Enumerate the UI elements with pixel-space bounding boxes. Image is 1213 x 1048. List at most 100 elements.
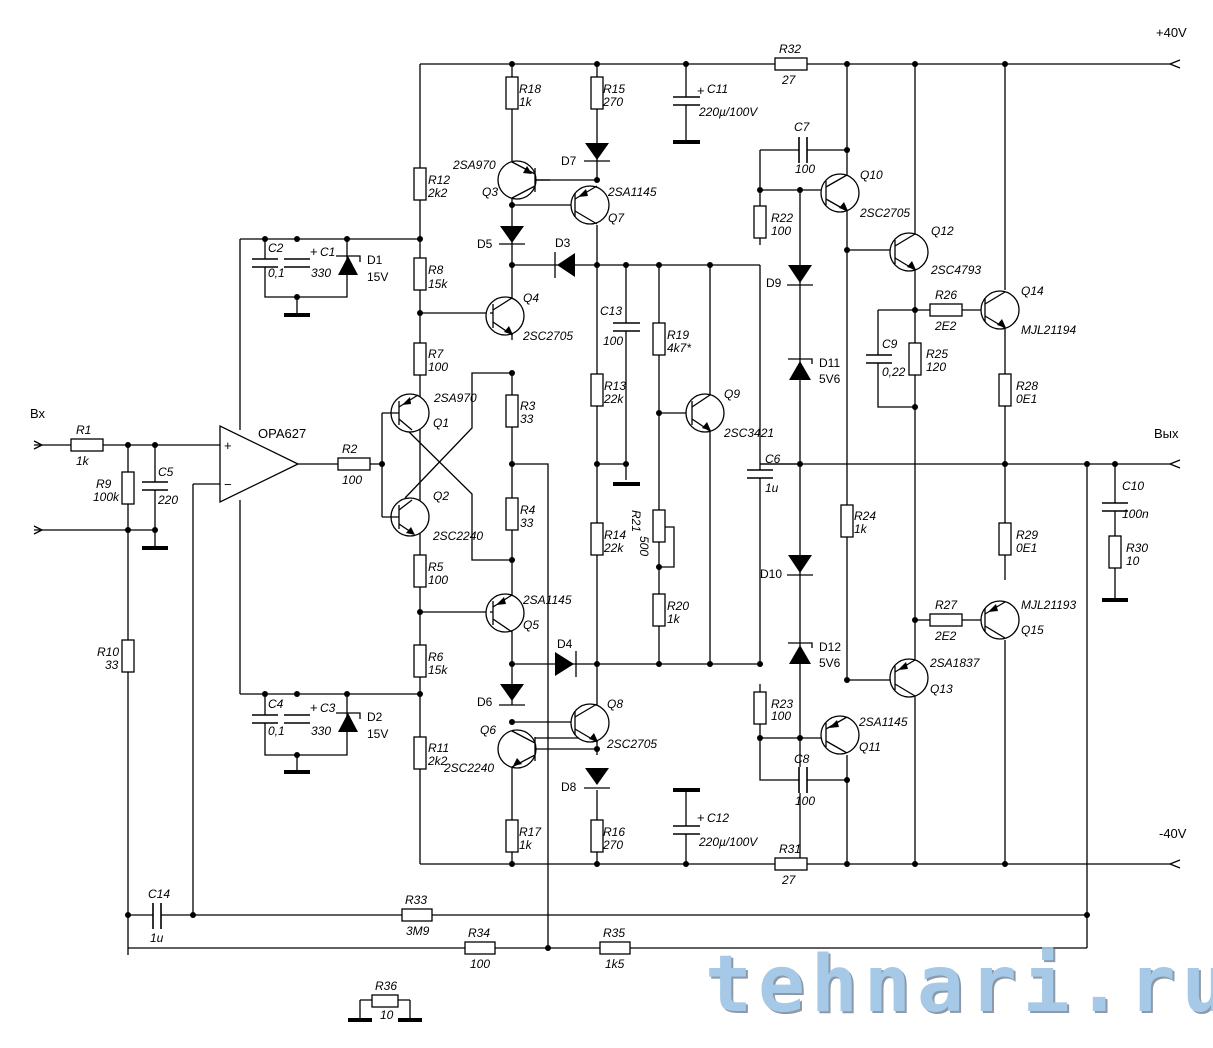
svg-text:Q4: Q4 xyxy=(523,291,539,305)
capacitor-C4: C40,1 xyxy=(252,697,285,738)
svg-text:R19: R19 xyxy=(667,328,689,342)
svg-text:D5: D5 xyxy=(477,237,493,251)
svg-text:R3: R3 xyxy=(520,399,536,413)
input-label: Вх xyxy=(30,406,46,421)
svg-text:15V: 15V xyxy=(367,727,388,741)
svg-text:Q15: Q15 xyxy=(1021,623,1044,637)
svg-text:2SA1145: 2SA1145 xyxy=(858,715,908,729)
svg-text:Q2: Q2 xyxy=(433,489,449,503)
svg-text:Q9: Q9 xyxy=(724,387,740,401)
svg-text:15V: 15V xyxy=(367,270,388,284)
svg-text:Q10: Q10 xyxy=(860,168,883,182)
svg-text:1k: 1k xyxy=(519,95,533,109)
svg-text:+: + xyxy=(697,810,705,825)
diode-D10: D10 xyxy=(760,555,813,581)
svg-text:100: 100 xyxy=(428,360,448,374)
svg-text:C5: C5 xyxy=(158,465,174,479)
capacitor-C2: C20,1 xyxy=(252,241,285,280)
svg-text:R1: R1 xyxy=(76,423,91,437)
svg-text:R11: R11 xyxy=(428,741,449,755)
svg-text:R9: R9 xyxy=(96,477,112,491)
svg-text:0E1: 0E1 xyxy=(1016,541,1037,555)
svg-text:100: 100 xyxy=(795,794,815,808)
svg-text:R5: R5 xyxy=(428,560,444,574)
svg-text:+: + xyxy=(224,438,232,453)
terminal-labels: Вх Вых +40V -40V xyxy=(30,25,1187,841)
svg-text:0,22: 0,22 xyxy=(882,365,906,379)
svg-text:C6: C6 xyxy=(765,452,781,466)
svg-text:C11: C11 xyxy=(707,82,728,96)
svg-text:Q8: Q8 xyxy=(607,697,623,711)
opamp-opa627: + − OPA627 xyxy=(219,424,306,504)
svg-text:R30: R30 xyxy=(1126,541,1148,555)
svg-text:R21: R21 xyxy=(629,510,643,532)
svg-text:R2: R2 xyxy=(342,442,358,456)
svg-text:5V6: 5V6 xyxy=(819,656,841,670)
svg-text:D4: D4 xyxy=(557,637,573,651)
svg-text:0E1: 0E1 xyxy=(1016,392,1037,406)
svg-text:100k: 100k xyxy=(93,490,120,504)
wires xyxy=(33,59,1181,1020)
svg-text:0,1: 0,1 xyxy=(268,724,285,738)
svg-text:R6: R6 xyxy=(428,650,444,664)
svg-text:R13: R13 xyxy=(604,379,626,393)
svg-text:2SA1145: 2SA1145 xyxy=(607,185,657,199)
svg-text:C8: C8 xyxy=(794,752,810,766)
svg-text:2SC2705: 2SC2705 xyxy=(859,206,910,220)
svg-text:D8: D8 xyxy=(561,780,577,794)
svg-text:33: 33 xyxy=(520,516,534,530)
svg-text:R20: R20 xyxy=(667,599,689,613)
svg-text:R33: R33 xyxy=(405,893,427,907)
svg-text:+: + xyxy=(310,244,318,259)
svg-text:4k7*: 4k7* xyxy=(667,341,691,355)
junctions xyxy=(125,61,1118,951)
svg-text:R17: R17 xyxy=(519,825,542,839)
svg-text:R25: R25 xyxy=(926,347,948,361)
svg-text:100: 100 xyxy=(771,709,791,723)
svg-text:10: 10 xyxy=(380,1008,394,1022)
svg-text:C14: C14 xyxy=(148,887,170,901)
svg-text:2k2: 2k2 xyxy=(427,186,448,200)
svg-text:R22: R22 xyxy=(771,211,793,225)
svg-text:2SC2240: 2SC2240 xyxy=(443,761,494,775)
svg-text:Q5: Q5 xyxy=(523,618,539,632)
svg-text:15k: 15k xyxy=(428,277,448,291)
svg-text:2E2: 2E2 xyxy=(934,629,957,643)
diode-D6: D6 xyxy=(477,684,525,709)
diode-D3: D3 xyxy=(554,236,575,278)
svg-text:1u: 1u xyxy=(150,931,164,945)
svg-text:Q7: Q7 xyxy=(608,211,625,225)
svg-text:2SA970: 2SA970 xyxy=(433,391,477,405)
svg-text:Q11: Q11 xyxy=(859,740,881,754)
svg-text:2SC2240: 2SC2240 xyxy=(432,529,483,543)
svg-text:270: 270 xyxy=(602,95,623,109)
svg-text:R23: R23 xyxy=(771,697,793,711)
svg-text:1k: 1k xyxy=(519,838,533,852)
svg-text:100: 100 xyxy=(470,957,490,971)
